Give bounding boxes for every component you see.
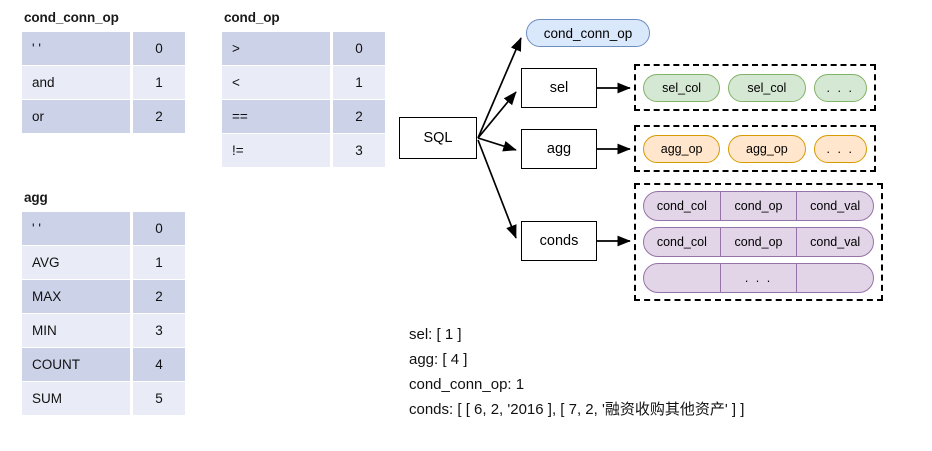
cond-col-cell-empty — [644, 264, 721, 292]
cond-val-cell-empty — [797, 264, 873, 292]
lookup-table-title: cond_conn_op — [24, 10, 119, 25]
node-conds[interactable]: conds — [521, 221, 597, 261]
cell-value: 1 — [133, 246, 185, 280]
table-row: ' ' 0 — [22, 32, 185, 66]
table-row: or 2 — [22, 100, 185, 134]
example-line-cond-conn-op: cond_conn_op: 1 — [409, 376, 525, 393]
cell-value: 5 — [133, 382, 185, 416]
cell-value: 2 — [133, 100, 185, 134]
cell-value: 3 — [133, 314, 185, 348]
sql-structure-diagram: SQL cond_conn_op sel agg conds sel_col s… — [390, 0, 932, 320]
edge-sql-to-agg — [477, 137, 517, 152]
cell-name: or — [22, 100, 133, 134]
node-agg[interactable]: agg — [521, 129, 597, 169]
lookup-table-cond-conn-op: cond_conn_op ' ' 0 and 1 or 2 — [22, 10, 185, 134]
cond-val-cell: cond_val — [810, 235, 861, 249]
table-row: > 0 — [222, 32, 385, 66]
cell-name: AVG — [22, 246, 133, 280]
cond-row[interactable]: cond_col cond_op cond_val — [643, 227, 874, 257]
agg-ellipsis-pill: . . . — [813, 134, 867, 163]
node-sel-label: sel — [549, 80, 569, 96]
cell-value: 0 — [333, 32, 385, 66]
table-row: COUNT 4 — [22, 348, 185, 382]
cell-name: ' ' — [22, 32, 133, 66]
sel-ellipsis-pill: . . . — [813, 73, 867, 102]
cell-name: SUM — [22, 382, 133, 416]
cond-val-cell: cond_val — [810, 199, 861, 213]
example-line-agg: agg: [ 4 ] — [409, 351, 468, 368]
lookup-table-body: > 0 < 1 == 2 != 3 — [222, 32, 385, 168]
cell-name: < — [222, 66, 333, 100]
lookup-table-agg: agg ' ' 0 AVG 1 MAX 2 MIN 3 COUNT 4 SUM … — [22, 190, 185, 416]
lookup-table-body: ' ' 0 AVG 1 MAX 2 MIN 3 COUNT 4 SUM 5 — [22, 212, 185, 416]
cell-name: ' ' — [22, 212, 133, 246]
table-row: ' ' 0 — [22, 212, 185, 246]
cell-value: 0 — [133, 32, 185, 66]
cell-value: 4 — [133, 348, 185, 382]
lookup-table-cond-op: cond_op > 0 < 1 == 2 != 3 — [222, 10, 385, 168]
cell-value: 2 — [333, 100, 385, 134]
cell-name: and — [22, 66, 133, 100]
cell-name: MIN — [22, 314, 133, 348]
cell-name: > — [222, 32, 333, 66]
table-row: != 3 — [222, 134, 385, 168]
node-cond-conn-op[interactable]: cond_conn_op — [526, 19, 650, 47]
edge-sql-to-sel — [477, 91, 517, 139]
node-agg-label: agg — [546, 141, 572, 157]
cond-row[interactable]: cond_col cond_op cond_val — [643, 191, 874, 221]
table-row: MAX 2 — [22, 280, 185, 314]
agg-op-pill[interactable]: agg_op — [643, 134, 721, 163]
node-conds-label: conds — [539, 233, 579, 249]
cond-ellipsis-cell: . . . — [721, 264, 798, 292]
lookup-table-title: agg — [24, 190, 48, 205]
cond-row-ellipsis: . . . — [643, 263, 874, 293]
cell-name: COUNT — [22, 348, 133, 382]
sel-col-pill[interactable]: sel_col — [728, 73, 806, 102]
cell-name: != — [222, 134, 333, 168]
diagram-edges — [477, 37, 631, 247]
node-sql-label: SQL — [423, 130, 453, 146]
cell-name: == — [222, 100, 333, 134]
cell-value: 0 — [133, 212, 185, 246]
cell-name: MAX — [22, 280, 133, 314]
node-sql[interactable]: SQL — [399, 117, 477, 159]
example-line-sel: sel: [ 1 ] — [409, 326, 462, 343]
node-sel[interactable]: sel — [521, 68, 597, 108]
agg-op-group: agg_op agg_op . . . — [634, 125, 876, 172]
cond-col-cell: cond_col — [644, 228, 721, 256]
cond-col-cell: cond_col — [644, 192, 721, 220]
cell-value: 1 — [333, 66, 385, 100]
lookup-table-body: ' ' 0 and 1 or 2 — [22, 32, 185, 134]
cell-value: 1 — [133, 66, 185, 100]
node-cond-conn-op-label: cond_conn_op — [543, 25, 633, 41]
cond-op-cell: cond_op — [721, 228, 798, 256]
table-row: AVG 1 — [22, 246, 185, 280]
agg-op-pill[interactable]: agg_op — [728, 134, 806, 163]
conds-group: cond_col cond_op cond_val cond_col cond_… — [634, 183, 883, 301]
table-row: SUM 5 — [22, 382, 185, 416]
cell-value: 2 — [133, 280, 185, 314]
sel-col-pill[interactable]: sel_col — [643, 73, 721, 102]
example-line-conds: conds: [ [ 6, 2, '2016 ], [ 7, 2, '融资收购其… — [409, 401, 745, 418]
example-annotation: sel: [ 1 ] agg: [ 4 ] cond_conn_op: 1 co… — [409, 322, 744, 422]
cond-op-cell: cond_op — [721, 192, 798, 220]
table-row: < 1 — [222, 66, 385, 100]
lookup-table-title: cond_op — [224, 10, 280, 25]
cell-value: 3 — [333, 134, 385, 168]
table-row: MIN 3 — [22, 314, 185, 348]
table-row: == 2 — [222, 100, 385, 134]
edge-sql-to-cond-conn-op — [477, 37, 522, 139]
sel-column-group: sel_col sel_col . . . — [634, 64, 876, 111]
table-row: and 1 — [22, 66, 185, 100]
edge-sql-to-conds — [477, 139, 517, 239]
